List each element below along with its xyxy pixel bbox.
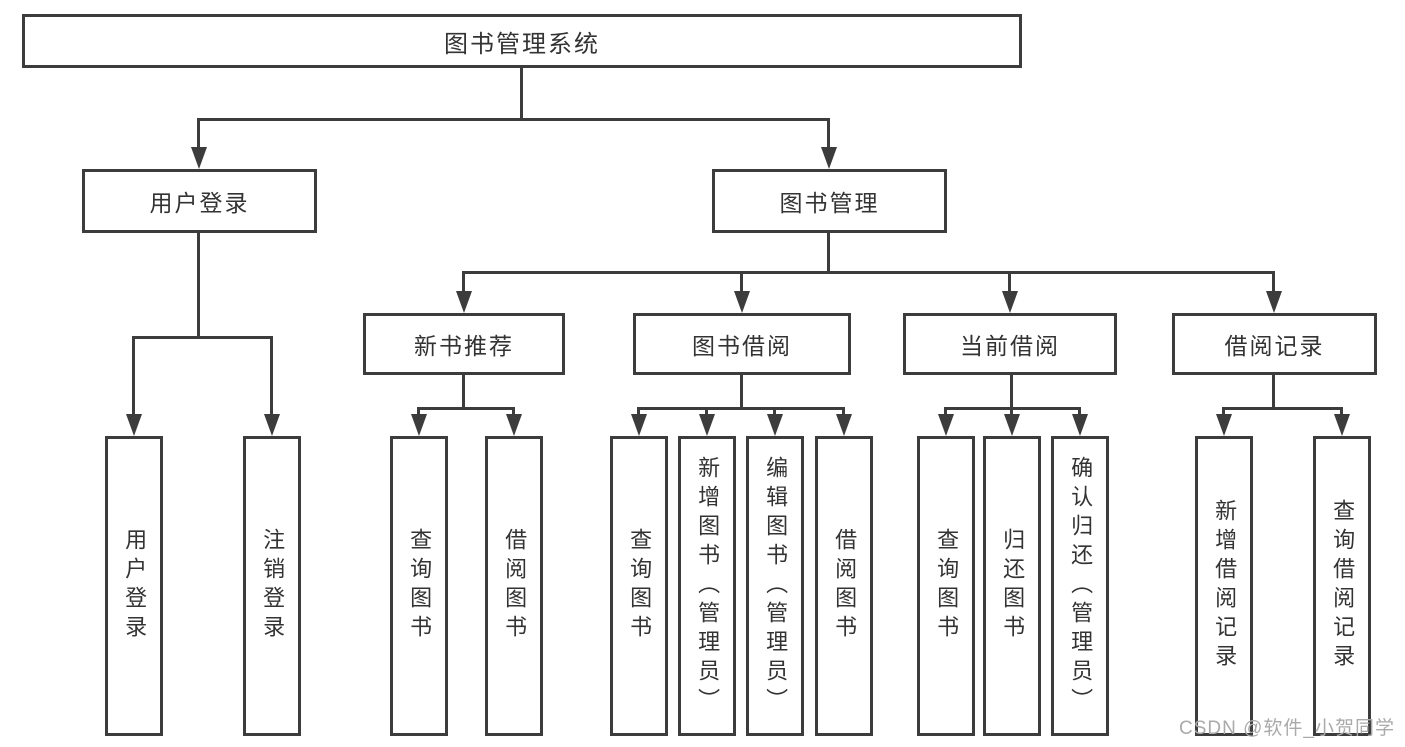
leaf-add-borrow-record-label: 新增借阅记录 [1212,499,1238,673]
connector-rail [132,336,273,339]
leaf-edit-book-admin: 编辑图书（管理员） [746,436,804,736]
connector-drop [462,271,465,293]
leaf-edit-book-admin-label: 编辑图书（管理员） [763,455,789,717]
leaf-query-books-2: 查询图书 [610,436,668,736]
leaf-add-book-admin-label: 新增图书（管理员） [695,455,721,717]
node-current-borrow-label: 当前借阅 [960,333,1060,359]
leaf-query-borrow-record: 查询借阅记录 [1313,436,1371,736]
leaf-user-login-label: 用户登录 [122,528,148,644]
connector-drop [944,407,947,416]
arrowhead-down-icon [191,147,207,169]
node-borrow-records: 借阅记录 [1172,313,1377,375]
connector-drop [1272,271,1275,293]
leaf-borrow-books-1: 借阅图书 [485,436,543,736]
leaf-return-book: 归还图书 [983,436,1041,736]
leaf-query-borrow-record-label: 查询借阅记录 [1330,499,1356,673]
connector-drop [1010,407,1013,416]
leaf-confirm-return-admin: 确认归还（管理员） [1051,436,1109,736]
arrowhead-down-icon [1004,414,1020,436]
connector-stub [1272,375,1275,410]
leaf-add-book-admin: 新增图书（管理员） [678,436,736,736]
connector-drop [1008,271,1011,293]
leaf-borrow-books-1-label: 借阅图书 [502,528,528,644]
arrowhead-down-icon [1334,414,1350,436]
arrowhead-down-icon [699,414,715,436]
connector-stub [197,233,200,339]
connector-stub [462,375,465,410]
connector-drop [197,118,200,149]
connector-drop [740,271,743,293]
connector-drop [417,407,420,416]
arrowhead-down-icon [126,414,142,436]
leaf-logout: 注销登录 [243,436,301,736]
connector-stub [740,375,743,410]
leaf-query-books-1-label: 查询图书 [407,528,433,644]
leaf-logout-label: 注销登录 [260,528,286,644]
connector-rail [417,407,515,410]
arrowhead-down-icon [767,414,783,436]
node-user-login-label: 用户登录 [149,190,250,216]
arrowhead-down-icon [456,291,472,313]
arrowhead-down-icon [1002,291,1018,313]
arrowhead-down-icon [821,147,837,169]
node-new-book-recommend: 新书推荐 [363,313,565,375]
node-borrow-records-label: 借阅记录 [1224,333,1325,359]
arrowhead-down-icon [938,414,954,436]
connector-rail [637,407,845,410]
leaf-query-books-1: 查询图书 [390,436,448,736]
leaf-query-books-3-label: 查询图书 [934,528,960,644]
connector-rail [1222,407,1343,410]
node-book-borrow-label: 图书借阅 [692,333,792,359]
watermark: CSDN @软件_小贺同学 [1179,718,1395,739]
arrowhead-down-icon [1216,414,1232,436]
leaf-query-books-3: 查询图书 [917,436,975,736]
arrowhead-down-icon [411,414,427,436]
connector-stub [827,233,830,274]
connector-stub [520,68,523,121]
connector-rail [197,118,830,121]
leaf-return-book-label: 归还图书 [1000,528,1026,644]
leaf-confirm-return-admin-label: 确认归还（管理员） [1068,455,1094,717]
leaf-query-books-2-label: 查询图书 [627,528,653,644]
connector-drop [827,118,830,149]
node-root-label: 图书管理系统 [444,30,600,58]
node-user-login: 用户登录 [82,169,317,233]
arrowhead-down-icon [1266,291,1282,313]
connector-drop [512,407,515,416]
node-book-borrow: 图书借阅 [633,313,851,375]
arrowhead-down-icon [631,414,647,436]
arrowhead-down-icon [264,414,280,436]
node-book-management: 图书管理 [712,169,947,233]
arrowhead-down-icon [734,291,750,313]
leaf-borrow-books-2-label: 借阅图书 [832,528,858,644]
connector-drop [270,336,273,416]
arrowhead-down-icon [836,414,852,436]
connector-rail [462,271,1275,274]
connector-drop [132,336,135,416]
leaf-user-login: 用户登录 [105,436,163,736]
connector-drop [1078,407,1081,416]
connector-drop [705,407,708,416]
leaf-borrow-books-2: 借阅图书 [815,436,873,736]
leaf-add-borrow-record: 新增借阅记录 [1195,436,1253,736]
connector-drop [1222,407,1225,416]
node-book-management-label: 图书管理 [779,190,880,216]
node-current-borrow: 当前借阅 [903,313,1117,375]
node-root: 图书管理系统 [22,14,1022,68]
arrowhead-down-icon [1072,414,1088,436]
connector-drop [842,407,845,416]
connector-drop [773,407,776,416]
connector-stub [1010,375,1013,410]
connector-drop [637,407,640,416]
node-new-book-recommend-label: 新书推荐 [414,333,514,359]
connector-drop [1340,407,1343,416]
arrowhead-down-icon [506,414,522,436]
